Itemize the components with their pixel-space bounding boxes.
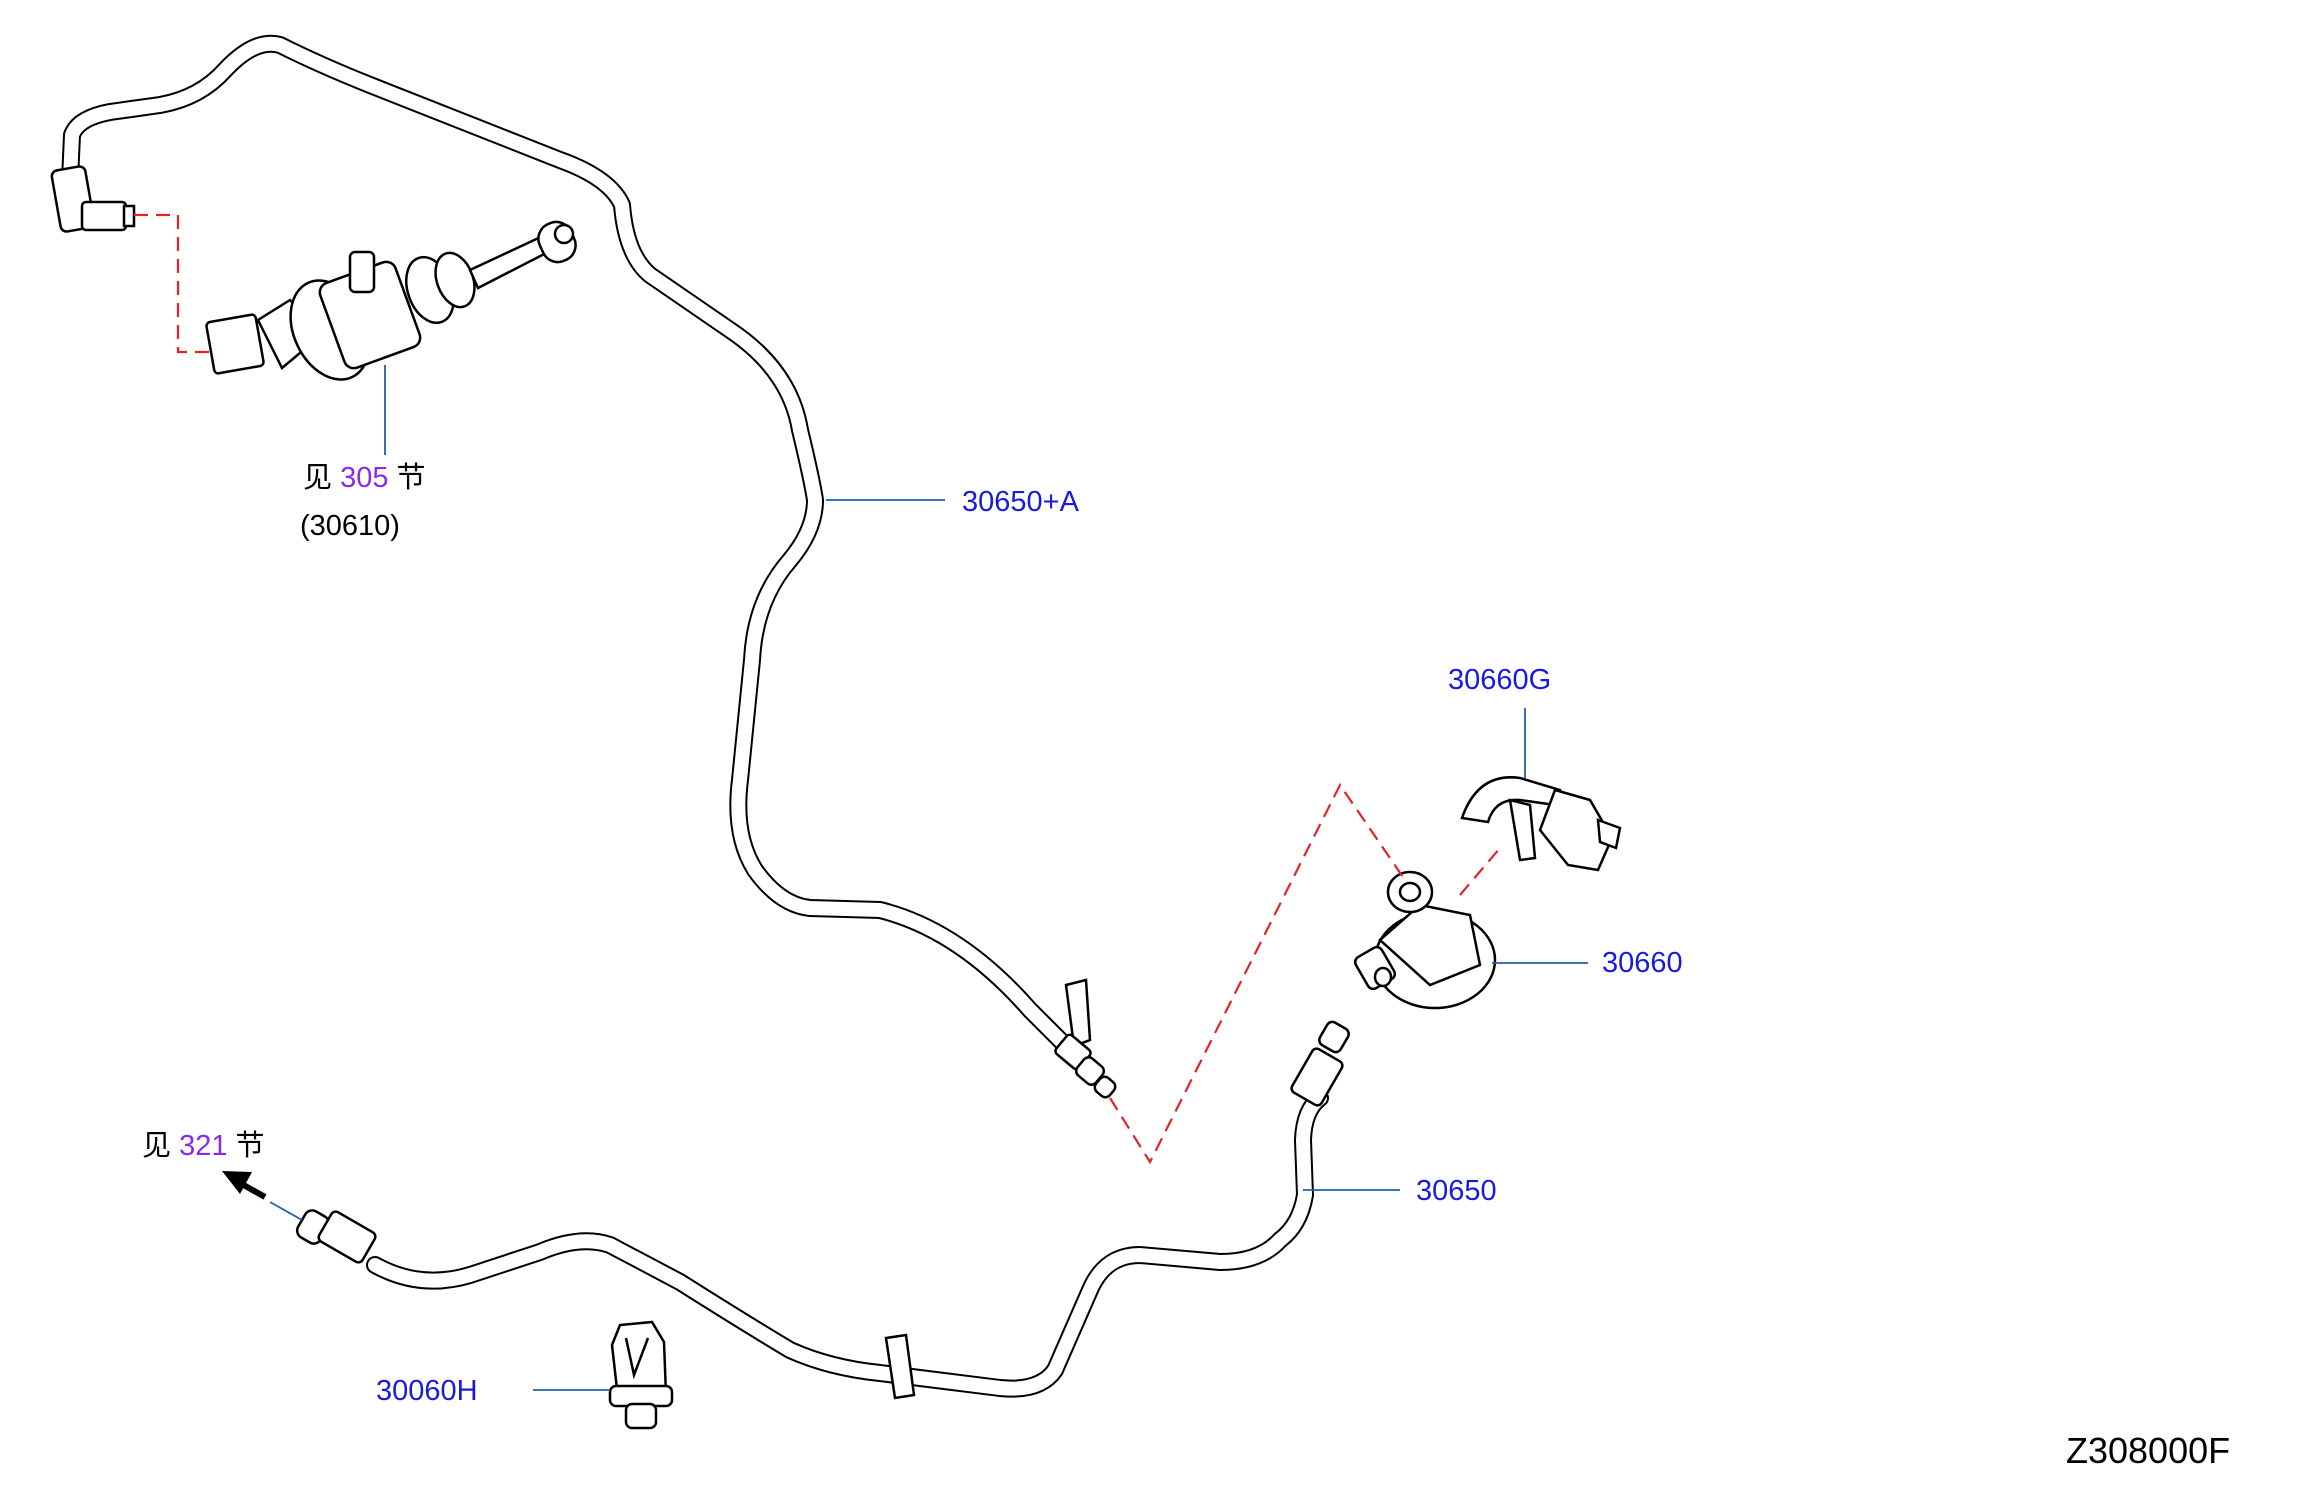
clip-lower-icon[interactable] [608, 1320, 674, 1430]
hose-upper-fitting-icon [1054, 1033, 1117, 1099]
arrow-icon [222, 1171, 267, 1200]
master-cylinder-part: (30610) [300, 510, 400, 542]
label-clip-upper[interactable]: 30660G [1448, 664, 1552, 696]
connector-dashed-lower [1109, 782, 1406, 1165]
diagram-code: Z308000F [2066, 1430, 2231, 1471]
hose-lower-clip-icon [884, 1333, 916, 1400]
label-hose-upper[interactable]: 30650+A [962, 486, 1079, 518]
connector-dashed-clip [1459, 847, 1501, 896]
hose-lower[interactable] [366, 1089, 1329, 1398]
ref-top: 见 305 节 [303, 463, 426, 493]
label-clip-lower[interactable]: 30060H [376, 1375, 478, 1407]
clip-upper-icon[interactable] [1460, 776, 1622, 872]
ref-top-number[interactable]: 305 [340, 462, 389, 494]
ref-top-suffix: 节 [396, 460, 426, 494]
ref-bottom-suffix: 节 [235, 1128, 265, 1162]
label-hose-lower[interactable]: 30650 [1416, 1175, 1497, 1207]
ref-top-prefix: 见 [303, 460, 333, 494]
label-bracket[interactable]: 30660 [1602, 947, 1683, 979]
ref-bottom: 见 321 节 [142, 1131, 265, 1161]
master-cylinder-icon[interactable] [205, 217, 581, 393]
ref-bottom-prefix: 见 [142, 1128, 172, 1162]
ref-bottom-number[interactable]: 321 [179, 1130, 228, 1162]
hose-upper-clip-icon [1064, 978, 1092, 1048]
hose-lower-left-fitting-icon [295, 1209, 377, 1264]
hose-upper[interactable] [61, 34, 1079, 1059]
connector-dashed-upper [134, 213, 210, 354]
hose-lower-right-fitting-icon [1290, 1020, 1350, 1107]
bracket-icon[interactable] [1353, 870, 1497, 1010]
hose-upper-elbow-icon [50, 165, 136, 233]
leader-lines [269, 365, 1588, 1391]
